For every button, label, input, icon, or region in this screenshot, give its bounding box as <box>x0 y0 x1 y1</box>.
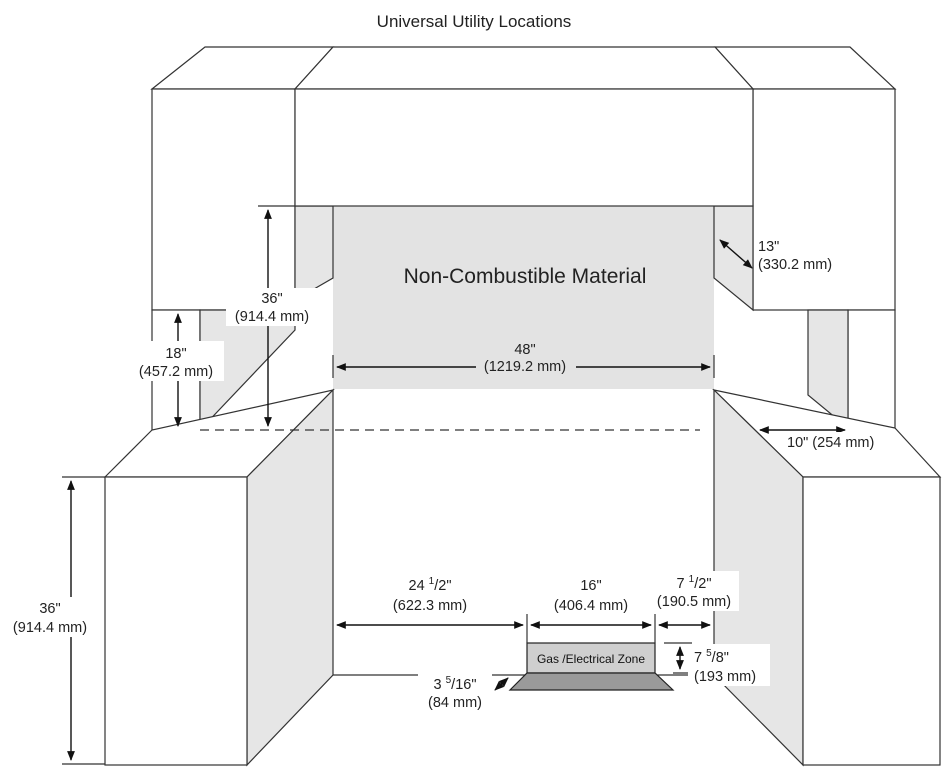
upper-height-metric: (914.4 mm) <box>235 309 309 325</box>
depth-13-label: 13" <box>758 239 779 255</box>
zone-depth-label: 3 5/16" <box>434 675 477 693</box>
right-offset-metric: (190.5 mm) <box>657 594 731 610</box>
depth-13-arrow <box>719 239 753 269</box>
width-48-label: 48" <box>514 342 535 358</box>
right-offset-label: 7 1/2" <box>677 574 712 592</box>
upper-cabinet-metric: (457.2 mm) <box>139 364 213 380</box>
zone-width-label: 16" <box>580 578 601 594</box>
left-offset-metric: (622.3 mm) <box>393 598 467 614</box>
zone-label: Gas /Electrical Zone <box>537 652 645 666</box>
counter-height-label: 36" <box>39 601 60 617</box>
left-base-cabinet <box>103 388 335 767</box>
upper-height-label: 36" <box>261 291 282 307</box>
zone-depth-arrow <box>494 677 509 691</box>
left-offset-label: 24 1/2" <box>409 576 452 594</box>
zone-depth-metric: (84 mm) <box>428 695 482 711</box>
width-48-metric: (1219.2 mm) <box>484 359 566 375</box>
counter-height-metric: (914.4 mm) <box>13 620 87 636</box>
upper-cabinet-label: 18" <box>165 346 186 362</box>
zone-height-metric: (193 mm) <box>694 669 756 685</box>
diagram-title: Universal Utility Locations <box>377 12 572 31</box>
gas-electrical-zone: Gas /Electrical Zone <box>508 642 675 691</box>
depth-10-label: 10" (254 mm) <box>787 435 874 451</box>
depth-13-metric: (330.2 mm) <box>758 257 832 273</box>
range-hood <box>293 46 755 207</box>
zone-width-metric: (406.4 mm) <box>554 598 628 614</box>
non-combustible-label: Non-Combustible Material <box>404 265 647 288</box>
zone-height-label: 7 5/8" <box>694 648 729 666</box>
